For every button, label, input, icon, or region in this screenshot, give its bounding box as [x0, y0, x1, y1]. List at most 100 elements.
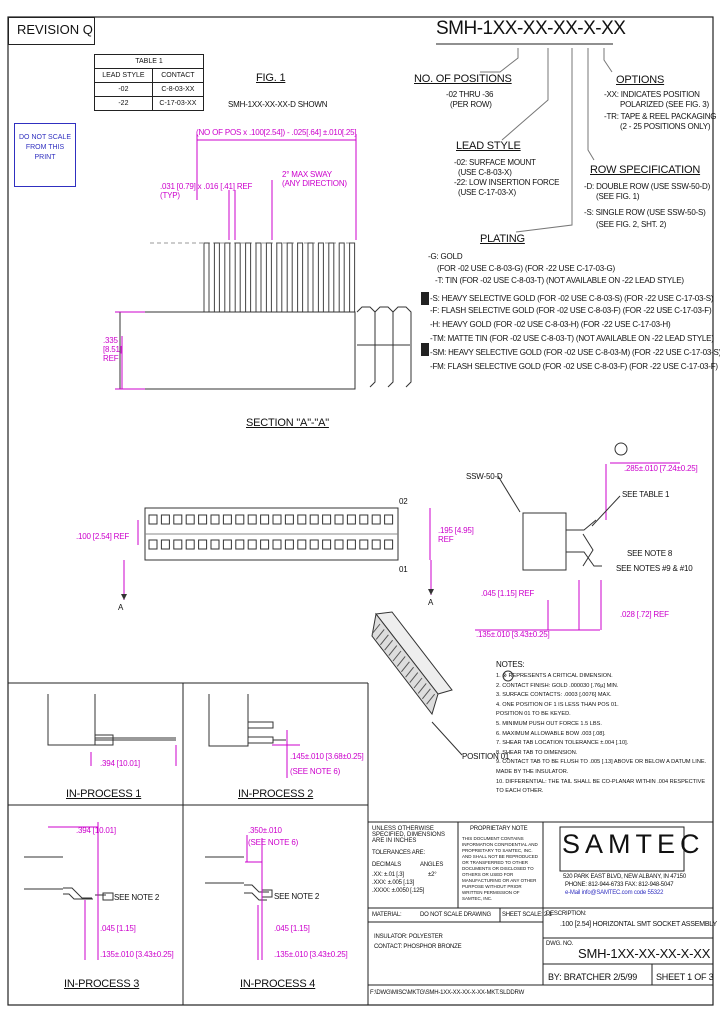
contact-hole: [309, 514, 319, 525]
section-arrow-right: A: [428, 598, 434, 607]
contact-hole: [334, 539, 344, 550]
contact-hole: [210, 514, 220, 525]
tb-description: .100 [2.54] HORIZONTAL SMT SOCKET ASSEMB…: [560, 921, 717, 928]
pin: [234, 242, 241, 313]
contact-hole: [272, 514, 282, 525]
tb-prop-text: THIS DOCUMENT CONTAINS INFORMATION CONFI…: [462, 836, 539, 901]
pin: [255, 242, 262, 313]
note-item: 3. SURFACE CONTACTS: .0003 [.0076] MAX.: [496, 692, 612, 699]
dim-standoff: .135±.010 [3.43±0.25]: [476, 630, 550, 639]
contact-hole: [247, 514, 257, 525]
pin: [307, 242, 314, 313]
revision-label: REVISION Q: [8, 17, 95, 45]
process-4-note: (SEE NOTE 6): [248, 838, 299, 847]
tb-dec2: .XXX: ±.005 [.13]: [372, 880, 414, 886]
iso-pin: [417, 683, 427, 694]
contact-hole: [198, 539, 208, 550]
tb-contact: CONTACT: PHOSPHOR BRONZE: [374, 944, 462, 950]
contact-hole: [359, 514, 369, 525]
lead-desc: (USE C-17-03-X): [458, 188, 516, 197]
contact-hole: [198, 514, 208, 525]
tb-insulator: INSULATOR: POLYESTER: [374, 934, 443, 940]
callout-options: OPTIONS: [616, 74, 665, 86]
iso-pin: [392, 650, 402, 662]
contact-hole: [284, 514, 294, 525]
contact-hole: [222, 539, 232, 550]
iso-pin: [380, 634, 389, 646]
tb-dec3: .XXXX: ±.0050 [.125]: [372, 888, 424, 894]
row-label-01: 01: [399, 565, 408, 574]
contact-hole: [173, 539, 183, 550]
tb-description-label: DESCRIPTION:: [546, 911, 587, 917]
iso-pin: [413, 677, 423, 689]
table-header-contact: CONTACT: [151, 68, 205, 83]
contact-hole: [297, 539, 307, 550]
callout-row-spec: ROW SPECIFICATION: [590, 164, 701, 176]
plating-desc: -SM: HEAVY SELECTIVE GOLD (FOR -02 USE C…: [430, 348, 720, 357]
contact-hole: [384, 539, 394, 550]
contact-hole: [346, 514, 356, 525]
process-4-see-note: SEE NOTE 2: [274, 892, 320, 901]
do-not-scale-box: DO NOT SCALE FROM THIS PRINT: [14, 123, 76, 187]
process-1-label: IN-PROCESS 1: [66, 788, 142, 800]
see-note-box: SEE NOTE 8: [627, 549, 673, 558]
plating-desc: -G: GOLD: [428, 252, 463, 261]
callout-positions-desc-2: (PER ROW): [450, 100, 492, 109]
tb-tolerances: TOLERANCES ARE:: [372, 850, 425, 856]
plating-desc: -F: FLASH SELECTIVE GOLD (FOR -02 USE C-…: [430, 306, 712, 315]
process-2-label: IN-PROCESS 2: [238, 788, 314, 800]
row-label-02: 02: [399, 497, 408, 506]
contact-hole: [322, 514, 332, 525]
contact-hole: [160, 539, 170, 550]
process-4-standoff: .135±.010 [3.43±0.25]: [274, 950, 348, 959]
iso-pin: [409, 672, 419, 683]
options-desc: -TR: TAPE & REEL PACKAGING: [604, 112, 717, 121]
pin: [317, 242, 324, 313]
contact-hole: [346, 539, 356, 550]
contact-hole: [371, 514, 381, 525]
iso-pin: [426, 693, 435, 705]
part-number-title: SMH-1XX-XX-XX-X-XX: [436, 18, 626, 39]
contact-hole: [260, 514, 270, 525]
contact-hole: [235, 514, 245, 525]
plating-desc: (FOR -02 USE C-8-03-G) (FOR -22 USE C-17…: [437, 264, 615, 273]
process-4-dim: .350±.010: [248, 826, 282, 835]
tb-angles: ANGLES: [420, 862, 444, 868]
process-2-note: (SEE NOTE 6): [290, 767, 341, 776]
see-table-label: SEE TABLE 1: [622, 490, 670, 499]
fig1-subtitle: SMH-1XX-XX-XX-D SHOWN: [228, 100, 328, 109]
contact-hole: [173, 514, 183, 525]
iso-pin: [422, 688, 431, 700]
note-item: POSITION 01 TO BE KEYED.: [496, 711, 571, 718]
note-item: 2. CONTACT FINISH: GOLD .000030 [.76µ] M…: [496, 682, 619, 689]
tb-proprietary: PROPRIETARY NOTE: [470, 826, 528, 832]
contact-hole: [371, 539, 381, 550]
tb-dwg-number: SMH-1XX-XX-XX-X-XX: [578, 946, 711, 961]
tb-do-not-scale: DO NOT SCALE DRAWING: [420, 912, 492, 918]
fig1-title: FIG. 1: [256, 72, 286, 84]
plating-desc: -S: HEAVY SELECTIVE GOLD (FOR -02 USE C-…: [430, 294, 714, 303]
note-item: 1. ⊗ REPRESENTS A CRITICAL DIMENSION.: [496, 673, 613, 679]
note-item: 8. SHEAR TAB TO DIMENSION.: [496, 749, 578, 756]
callout-positions: NO. OF POSITIONS: [414, 73, 512, 85]
tb-decimals: DECIMALS: [372, 862, 402, 868]
process-1-dim: .394 [10.01]: [100, 759, 140, 768]
note-item: 9. CONTACT TAB TO BE FLUSH TO .005 [.13]…: [496, 759, 707, 766]
section-arrow-left: A: [118, 603, 124, 612]
note-item: 5. MINIMUM PUSH OUT FORCE 1.5 LBS.: [496, 720, 602, 727]
options-desc: -XX: INDICATES POSITION: [604, 90, 700, 99]
contact-hole: [384, 514, 394, 525]
tb-dec1: .XX: ±.01 [.3]: [372, 872, 404, 878]
iso-pin: [384, 639, 393, 651]
notes-title: NOTES:: [496, 660, 525, 669]
pin: [297, 242, 304, 313]
lead-desc: -22: LOW INSERTION FORCE: [454, 178, 560, 187]
process-3-label: IN-PROCESS 3: [64, 978, 140, 990]
row-spec-desc: -D: DOUBLE ROW (USE SSW-50-D): [584, 182, 711, 191]
pin: [213, 242, 220, 313]
note-item: MADE BY THE INSULATOR.: [496, 768, 569, 775]
notes-list: 1. ⊗ REPRESENTS A CRITICAL DIMENSION. 2.…: [496, 672, 708, 797]
tb-sheet-scale: SHEET SCALE: 2:1: [502, 912, 552, 918]
dim-sway: 2° MAX SWAY (ANY DIRECTION): [282, 170, 347, 188]
dim-row-height: .195 [4.95] REF: [438, 526, 474, 544]
